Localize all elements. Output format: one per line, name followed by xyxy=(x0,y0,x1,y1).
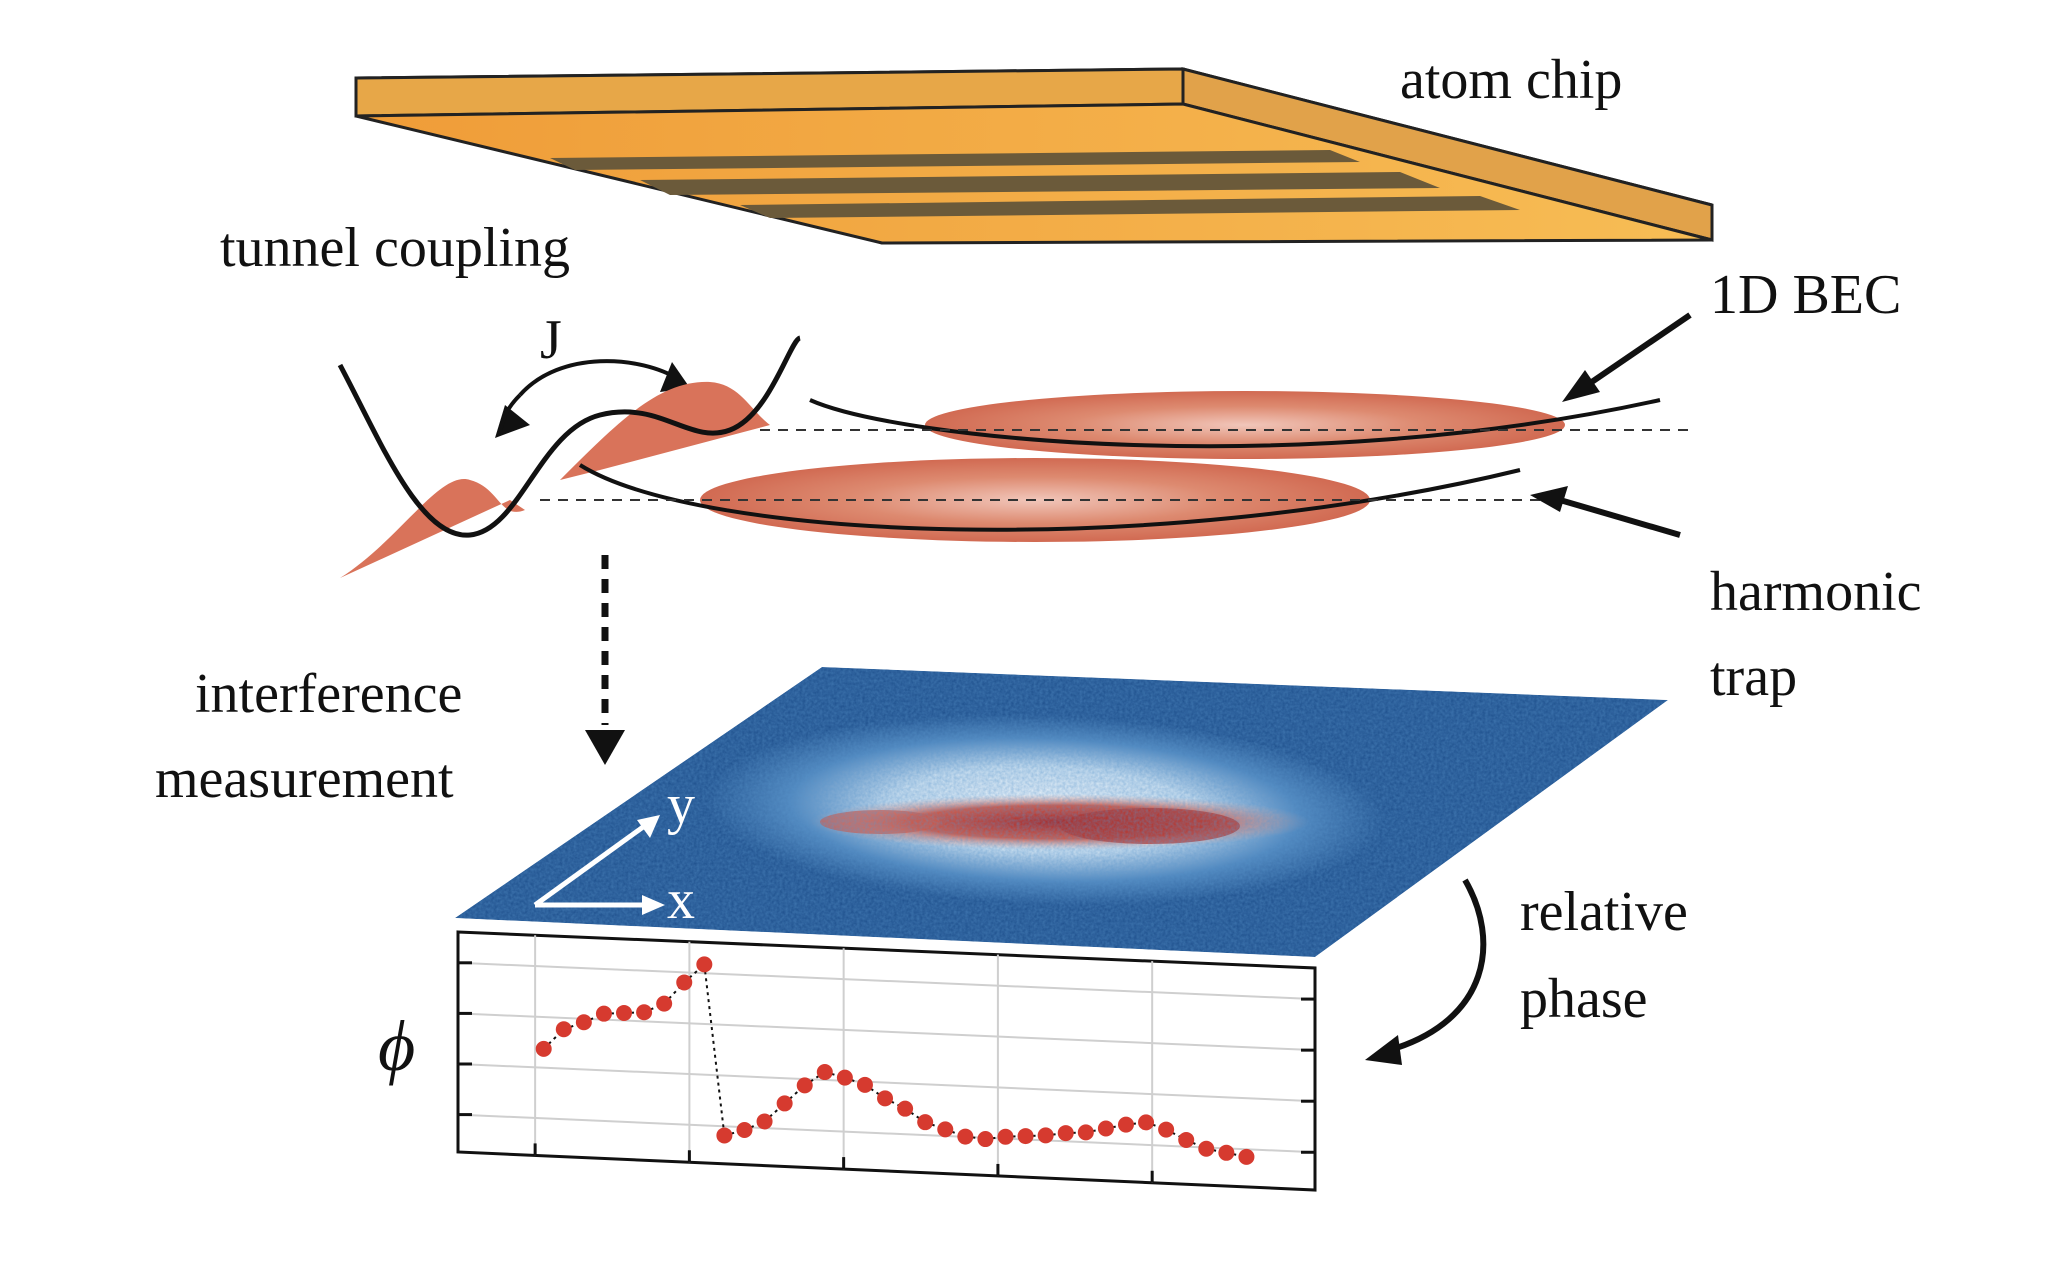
plot-ticks xyxy=(458,961,1315,1183)
phase-point xyxy=(555,1021,572,1038)
double-well-potential xyxy=(337,335,802,538)
phase-point xyxy=(997,1128,1014,1145)
phase-point xyxy=(1178,1131,1195,1148)
phase-point xyxy=(1037,1127,1054,1144)
phase-point xyxy=(856,1076,873,1093)
interference-label-line2: measurement xyxy=(155,748,454,810)
phi-axis-label: ϕ xyxy=(378,1006,415,1086)
phase-point xyxy=(676,974,693,991)
series-connector xyxy=(703,964,726,1136)
phase-point xyxy=(1158,1121,1175,1138)
chip-wire-3 xyxy=(740,196,1520,218)
phase-point xyxy=(616,1004,633,1021)
plot-series xyxy=(535,956,1255,1165)
phase-point xyxy=(595,1005,612,1022)
right-well-wavefunction xyxy=(560,381,770,480)
relative-phase-label-line2: phase xyxy=(1520,968,1648,1030)
grid-hline xyxy=(457,1113,1316,1154)
plot-frame xyxy=(456,930,1317,1192)
trap-pointer-arrow-icon xyxy=(1530,486,1681,538)
lower-harmonic-trap xyxy=(578,463,1521,532)
phase-point xyxy=(1017,1128,1034,1145)
phase-point xyxy=(636,1004,653,1021)
phase-point xyxy=(937,1121,954,1138)
tunnel-coupling-label: tunnel coupling xyxy=(220,217,570,279)
phase-point xyxy=(917,1114,934,1131)
tunnel-j-label: J xyxy=(540,309,562,371)
phase-point xyxy=(897,1100,914,1117)
chip-wire-2 xyxy=(640,172,1440,195)
phase-point xyxy=(877,1090,894,1107)
upper-harmonic-trap xyxy=(809,398,1661,449)
phase-point xyxy=(776,1095,793,1112)
phase-point xyxy=(1238,1148,1255,1165)
phase-point xyxy=(1077,1124,1094,1141)
phase-point xyxy=(575,1014,592,1031)
axes-icon xyxy=(533,815,665,915)
phase-point xyxy=(696,956,713,973)
interference-label-line1: interference xyxy=(195,663,462,725)
phase-point xyxy=(1138,1114,1155,1131)
phase-point xyxy=(816,1064,833,1081)
phase-point xyxy=(1057,1125,1074,1142)
double-arrow-icon xyxy=(495,359,690,438)
phase-point xyxy=(957,1128,974,1145)
phase-point xyxy=(1218,1144,1235,1161)
phase-point xyxy=(796,1077,813,1094)
phase-point xyxy=(535,1040,552,1057)
curved-arrow-icon xyxy=(1365,878,1487,1065)
phase-plot xyxy=(456,930,1317,1192)
grid-hline xyxy=(457,1063,1316,1103)
grid-hline xyxy=(457,961,1316,1001)
axis-y-label: y xyxy=(667,774,695,836)
phase-point xyxy=(716,1127,733,1144)
phase-point xyxy=(1117,1116,1134,1133)
phase-point xyxy=(656,995,673,1012)
harmonic-label-line1: harmonic xyxy=(1710,561,1921,623)
upper-bec-cloud xyxy=(925,391,1565,459)
harmonic-label-line2: trap xyxy=(1710,646,1797,708)
axis-x-label: x xyxy=(667,869,695,931)
phase-point xyxy=(1097,1120,1114,1137)
phase-point xyxy=(1198,1140,1215,1157)
phase-point xyxy=(977,1131,994,1148)
phase-point xyxy=(736,1122,753,1139)
dashed-down-arrow-icon xyxy=(585,555,625,765)
phase-point xyxy=(836,1069,853,1086)
atom-chip-label: atom chip xyxy=(1400,49,1622,111)
bec-label: 1D BEC xyxy=(1710,264,1901,326)
bec-pointer-arrow-icon xyxy=(1562,312,1692,402)
relative-phase-label-line1: relative xyxy=(1520,881,1688,943)
phase-point xyxy=(756,1113,773,1130)
chip-wire-1 xyxy=(550,150,1360,170)
left-well-wavefunction xyxy=(340,479,525,578)
atom-chip xyxy=(354,67,1714,245)
series-connector xyxy=(663,981,685,1005)
interference-image xyxy=(455,667,1668,957)
